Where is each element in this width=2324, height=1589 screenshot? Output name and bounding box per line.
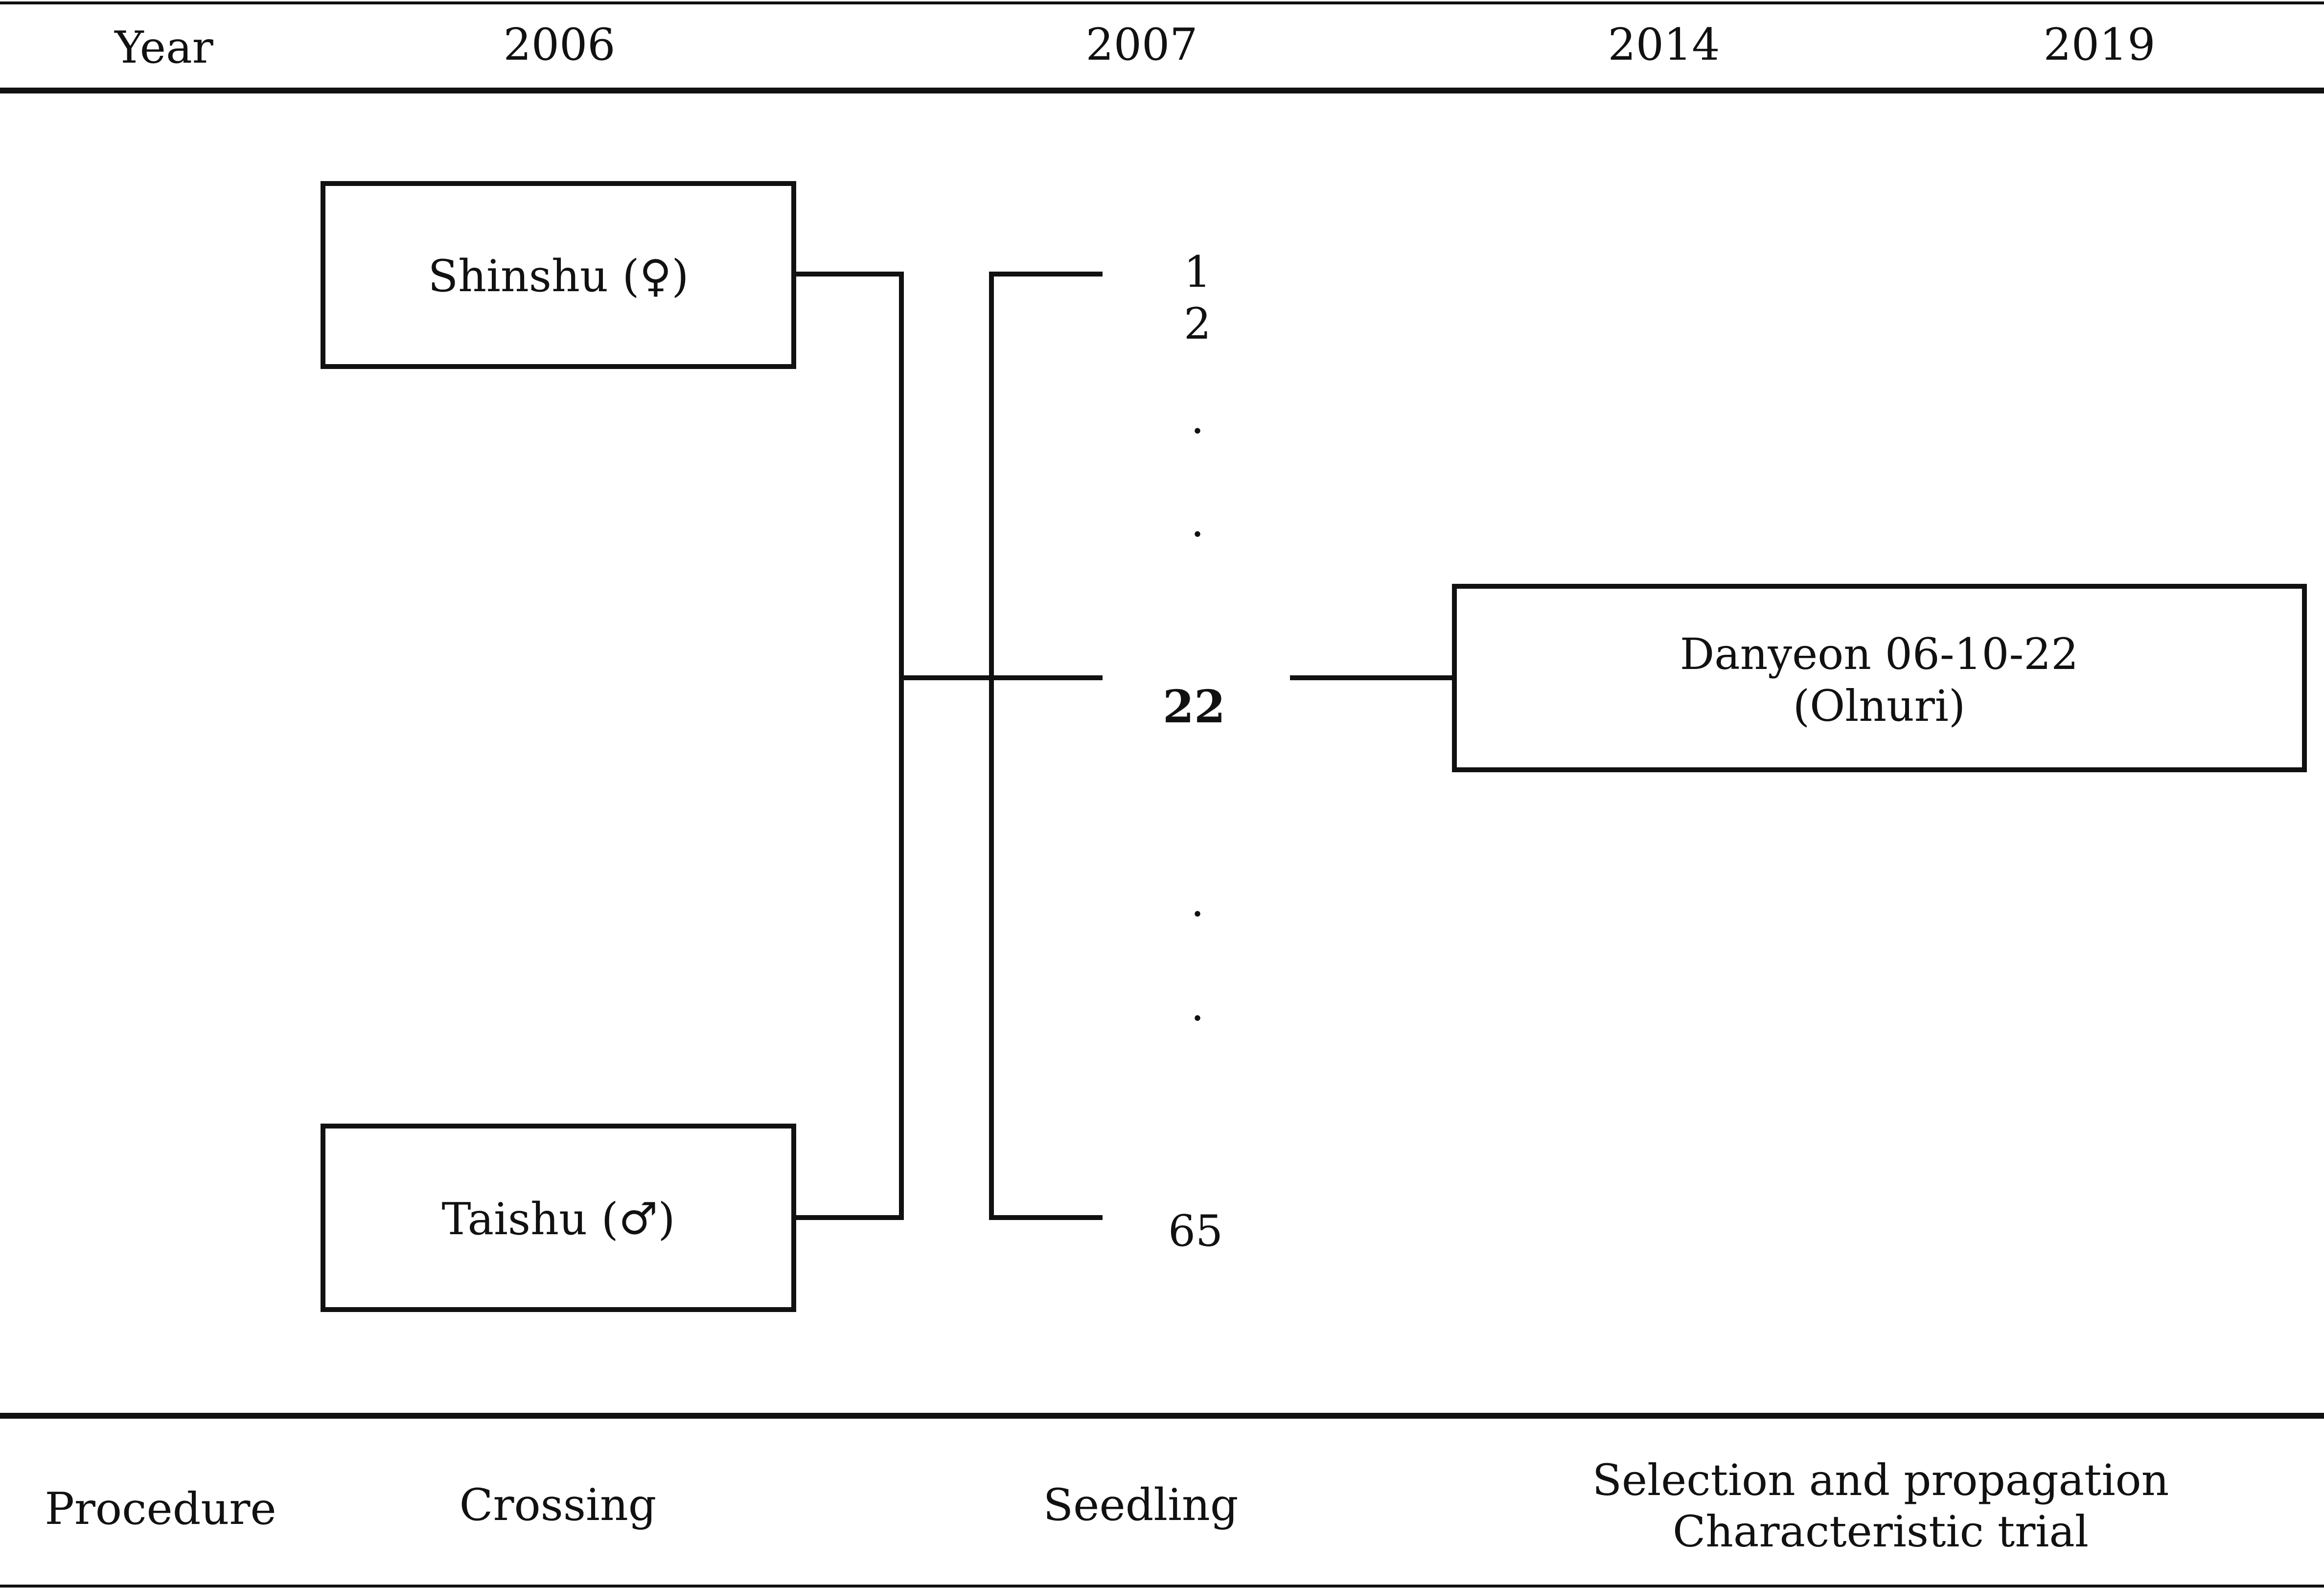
seedling-dot-1: . (1191, 393, 1204, 443)
seedling-dot-4: . (1191, 980, 1204, 1031)
year-2007: 2007 (1085, 19, 1197, 70)
procedure-crossing: Crossing (460, 1479, 657, 1531)
seedling-selected-22: 22 (1163, 680, 1225, 733)
year-2019: 2019 (2043, 19, 2155, 70)
year-2006: 2006 (503, 19, 615, 70)
procedure-selection: Selection and propagation (1592, 1455, 2169, 1505)
selection-cultivar: (Olnuri) (1793, 681, 1966, 731)
selection-name: Danyeon 06-10-22 (1680, 629, 2079, 679)
seedling-dot-2: . (1191, 496, 1204, 547)
procedure-characteristic-trial: Characteristic trial (1673, 1506, 2089, 1557)
seedling-65: 65 (1168, 1206, 1223, 1256)
seedling-1: 1 (1184, 247, 1211, 297)
female-parent-label: Shinshu (♀) (428, 251, 689, 302)
selection-box (1452, 584, 2307, 772)
procedure-seedling: Seedling (1043, 1479, 1239, 1531)
year-label: Year (114, 22, 214, 73)
crossing-bracket (794, 272, 904, 1220)
male-parent-label: Taishu (♂) (441, 1194, 675, 1245)
procedure-label: Procedure (45, 1483, 276, 1535)
seedling-dot-3: . (1191, 876, 1204, 926)
seedling-2: 2 (1184, 299, 1211, 349)
seedling-bracket (989, 272, 1103, 1220)
year-2014: 2014 (1608, 19, 1720, 70)
